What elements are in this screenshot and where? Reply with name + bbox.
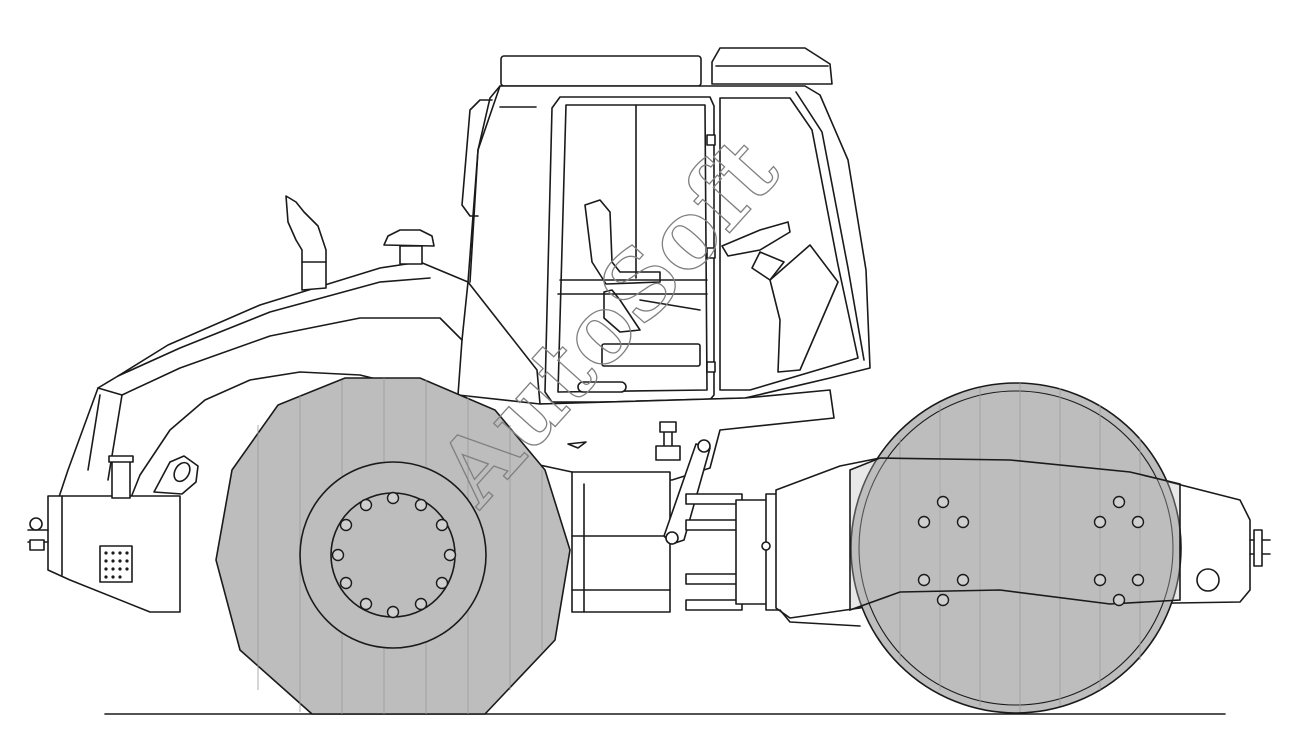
door-handle — [577, 381, 627, 393]
hood-ridge — [117, 277, 431, 377]
step-ladder — [655, 421, 681, 461]
front-drum — [779, 382, 1271, 714]
operator-seat — [584, 199, 661, 285]
engine-hood — [57, 195, 469, 501]
articulation-block — [571, 471, 671, 613]
air-cleaner-cap — [383, 229, 435, 247]
door-hinge-bottom — [706, 361, 716, 373]
lifting-eye-hole — [173, 461, 191, 483]
door-hinge-mid — [706, 247, 716, 259]
rear-filler-cap — [108, 455, 134, 463]
front-hitch — [1249, 529, 1271, 567]
rear-light-dots — [104, 551, 129, 579]
drum-frame-hole — [1196, 568, 1220, 592]
rear-hub-inner — [330, 492, 456, 618]
seat-base — [601, 343, 701, 367]
drum-outer — [850, 382, 1182, 714]
drum-bolts-left — [917, 495, 970, 607]
pedal-link — [639, 299, 701, 311]
steering-wheel — [721, 221, 791, 257]
hood-front-edge — [87, 394, 101, 471]
key-icon — [567, 441, 587, 449]
cab-roof-rear — [500, 55, 702, 87]
hood-front-edge-2 — [107, 394, 123, 481]
hitch-links — [685, 493, 781, 611]
cab-handrail — [461, 99, 493, 217]
drum-scraper — [779, 609, 861, 627]
drum-bolts-right — [1093, 495, 1145, 607]
rear-wheel — [215, 377, 571, 715]
cab-windshield — [719, 97, 859, 391]
cab-windshield-frame — [795, 91, 865, 361]
rear-hub-bolts — [331, 491, 457, 619]
exhaust-pipe — [285, 195, 327, 291]
drum-rim — [858, 390, 1174, 706]
cab-door-inner — [557, 104, 708, 393]
seat-cushion — [603, 289, 641, 333]
steering-arm-pin — [697, 439, 711, 453]
lifting-eye — [153, 455, 199, 495]
door-hinge-top — [706, 134, 716, 146]
rear-filler-pipe — [111, 459, 131, 499]
rear-hitch — [27, 517, 49, 551]
steering-arm-pin-2 — [665, 531, 679, 545]
hood-body — [57, 261, 469, 501]
air-cleaner-neck — [399, 245, 423, 265]
dashboard-console — [769, 244, 839, 373]
drum-frame-overlay — [849, 457, 1181, 612]
